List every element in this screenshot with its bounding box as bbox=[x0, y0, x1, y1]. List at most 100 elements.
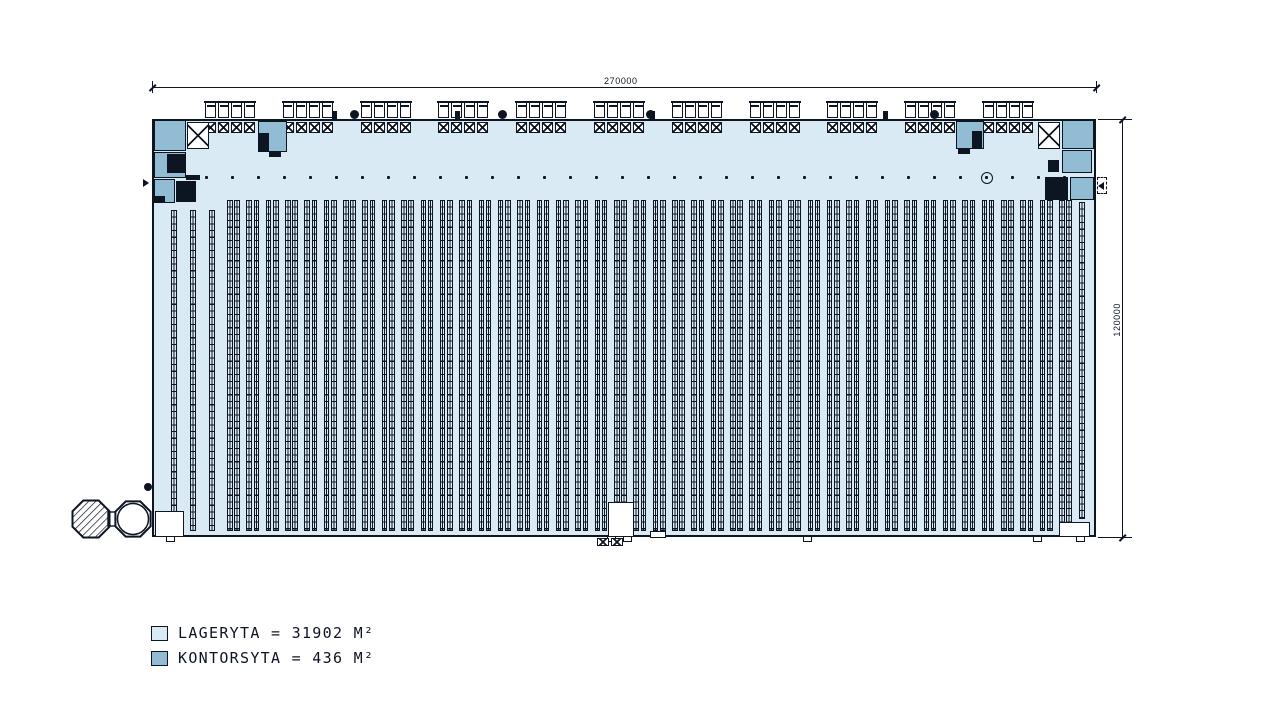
storage-rack bbox=[660, 200, 666, 531]
storage-rack bbox=[981, 200, 988, 531]
dock-truck bbox=[294, 100, 308, 118]
wall-column-dot bbox=[350, 110, 359, 119]
storage-rack bbox=[652, 200, 659, 531]
storage-rack bbox=[846, 200, 852, 531]
dock-truck bbox=[982, 100, 995, 118]
column-dot bbox=[777, 176, 780, 179]
storage-rack bbox=[466, 200, 472, 531]
dock-leveler-icon bbox=[775, 122, 787, 133]
column-dot bbox=[621, 176, 624, 179]
storage-rack bbox=[389, 200, 395, 531]
storage-rack bbox=[672, 200, 678, 531]
door-arrow-icon bbox=[143, 179, 149, 187]
storage-rack bbox=[633, 200, 639, 531]
dock-leveler-icon bbox=[555, 122, 567, 133]
dock-truck bbox=[696, 100, 710, 118]
storage-rack bbox=[311, 200, 318, 531]
dock-truck bbox=[372, 100, 386, 118]
dock-truck bbox=[995, 100, 1008, 118]
column-dot bbox=[257, 176, 260, 179]
dock-leveler-icon bbox=[620, 122, 631, 133]
dock-leveler-icon bbox=[399, 122, 411, 133]
dock-truck bbox=[307, 100, 321, 118]
storage-rack bbox=[381, 200, 388, 531]
room-outline bbox=[608, 502, 634, 537]
dock-leveler-icon bbox=[697, 122, 709, 133]
door-notch bbox=[623, 537, 632, 542]
service-core bbox=[155, 196, 165, 203]
storage-rack bbox=[369, 200, 376, 531]
column-dot bbox=[491, 176, 494, 179]
storage-rack bbox=[420, 200, 426, 531]
dock-leveler-icon bbox=[516, 122, 528, 133]
wall-column-dot bbox=[498, 110, 507, 119]
storage-rack bbox=[478, 200, 485, 531]
storage-rack bbox=[853, 200, 859, 531]
column-dot bbox=[231, 176, 234, 179]
storage-rack bbox=[190, 210, 196, 531]
storage-rack bbox=[1047, 200, 1053, 531]
dock-leveler-icon bbox=[749, 122, 761, 133]
storage-rack bbox=[788, 200, 794, 531]
dock-truck bbox=[761, 100, 775, 118]
dimension-line-top bbox=[152, 87, 1096, 89]
dock-leveler-icon bbox=[464, 122, 476, 133]
storage-rack bbox=[1059, 200, 1065, 531]
storage-rack bbox=[439, 200, 446, 531]
legend-row-office: KONTORSYTA = 436 M² bbox=[151, 649, 374, 667]
dock-truck bbox=[904, 100, 918, 118]
storage-rack bbox=[826, 200, 833, 531]
column-dot-ring bbox=[980, 171, 993, 184]
column-dot bbox=[465, 176, 468, 179]
dock-truck bbox=[606, 100, 619, 118]
dock-leveler-icon bbox=[529, 122, 541, 133]
dock-truck bbox=[1008, 100, 1021, 118]
dock-truck bbox=[320, 100, 334, 118]
office-room bbox=[1070, 177, 1094, 200]
storage-rack bbox=[691, 200, 697, 531]
storage-rack bbox=[285, 200, 291, 531]
dock-leveler-icon bbox=[918, 122, 930, 133]
storage-rack bbox=[1039, 200, 1046, 531]
dock-truck bbox=[476, 100, 490, 118]
dock-truck bbox=[865, 100, 879, 118]
storage-rack bbox=[807, 200, 813, 531]
storage-rack bbox=[517, 200, 523, 531]
storage-rack bbox=[872, 200, 879, 531]
office-room bbox=[1062, 120, 1094, 149]
dock-leveler-icon bbox=[788, 122, 800, 133]
storage-rack bbox=[459, 200, 465, 531]
dock-leveler-icon bbox=[931, 122, 943, 133]
dock-truck bbox=[515, 100, 529, 118]
dimension-label-top: 270000 bbox=[604, 76, 638, 86]
dock-truck bbox=[437, 100, 451, 118]
column-dot bbox=[881, 176, 884, 179]
storage-rack bbox=[292, 200, 298, 531]
column-dot bbox=[855, 176, 858, 179]
wall-column-dot bbox=[930, 110, 939, 119]
dock-leveler-icon bbox=[244, 122, 255, 133]
dock-leveler-icon bbox=[542, 122, 554, 133]
storage-rack bbox=[865, 200, 872, 531]
storage-rack bbox=[1020, 200, 1026, 531]
dock-truck bbox=[398, 100, 412, 118]
storage-rack bbox=[834, 200, 840, 531]
legend-label-storage: LAGERYTA = 31902 M² bbox=[178, 624, 375, 642]
dimension-ext bbox=[1098, 537, 1132, 539]
storage-rack bbox=[950, 200, 956, 531]
legend-swatch-storage bbox=[151, 625, 168, 641]
column-dot bbox=[309, 176, 312, 179]
dock-leveler-icon bbox=[866, 122, 878, 133]
sprinkler-tanks-icon bbox=[71, 499, 152, 539]
dock-truck bbox=[554, 100, 568, 118]
dock-leveler-icon bbox=[295, 122, 307, 133]
door-notch bbox=[1033, 537, 1042, 542]
legend-swatch-office bbox=[151, 650, 168, 666]
dock-leveler-icon bbox=[321, 122, 333, 133]
storage-rack bbox=[942, 200, 949, 531]
column-dot bbox=[413, 176, 416, 179]
dock-truck bbox=[943, 100, 957, 118]
dock-truck bbox=[619, 100, 632, 118]
service-core bbox=[958, 149, 970, 154]
storage-rack bbox=[331, 200, 337, 531]
